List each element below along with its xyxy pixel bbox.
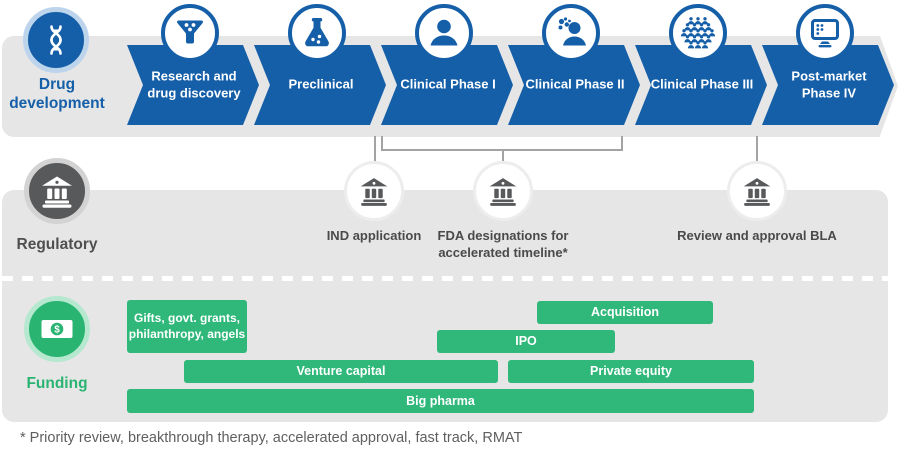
milestone-fda-label: FDA designations for accelerated timelin… (437, 228, 569, 260)
connector-bracket-left (381, 136, 383, 151)
funding-row-label: Funding (26, 375, 88, 392)
connector-fda (502, 149, 504, 164)
milestone-bla-label: Review and approval BLA (677, 228, 837, 243)
connector-bla (756, 136, 758, 165)
bank-icon (344, 161, 404, 221)
stage-label: Preclinical (288, 76, 354, 92)
stage-label: Clinical Phase II (525, 76, 625, 92)
stage-label: Clinical Phase I (400, 76, 496, 92)
stage-label: Clinical Phase III (650, 76, 754, 92)
svg-text:$: $ (54, 325, 60, 336)
funding-bar-acquisition: Acquisition (537, 301, 713, 324)
funnel-icon (161, 4, 219, 62)
crowd-icon (669, 4, 727, 62)
stage-label: Post-market Phase IV (791, 68, 867, 100)
bank-icon (473, 161, 533, 221)
money-icon: $ (24, 296, 90, 362)
funding-bar-gifts-grants: Gifts, govt. grants, philanthropy, angel… (127, 300, 247, 353)
connector-bracket-right (621, 136, 623, 151)
person-icon (415, 4, 473, 62)
bank-icon (24, 158, 90, 224)
regulatory-row-label: Regulatory (16, 236, 98, 253)
monitor-icon (796, 4, 854, 62)
bank-icon (727, 161, 787, 221)
funding-bar-ipo: IPO (437, 330, 615, 353)
milestone-ind-label: IND application (326, 228, 422, 243)
funding-bar-venture-capital: Venture capital (184, 360, 498, 383)
stage-label: Research and drug discovery (147, 68, 241, 100)
dna-icon (23, 7, 89, 73)
person-molecules-icon (542, 4, 600, 62)
dashed-divider (2, 276, 888, 281)
flask-icon (288, 4, 346, 62)
connector-ind (374, 136, 376, 164)
funding-bar-private-equity: Private equity (508, 360, 754, 383)
footnote: * Priority review, breakthrough therapy,… (20, 430, 523, 446)
funding-bar-big-pharma: Big pharma (127, 389, 754, 413)
development-row-label: Drug development (9, 76, 105, 112)
